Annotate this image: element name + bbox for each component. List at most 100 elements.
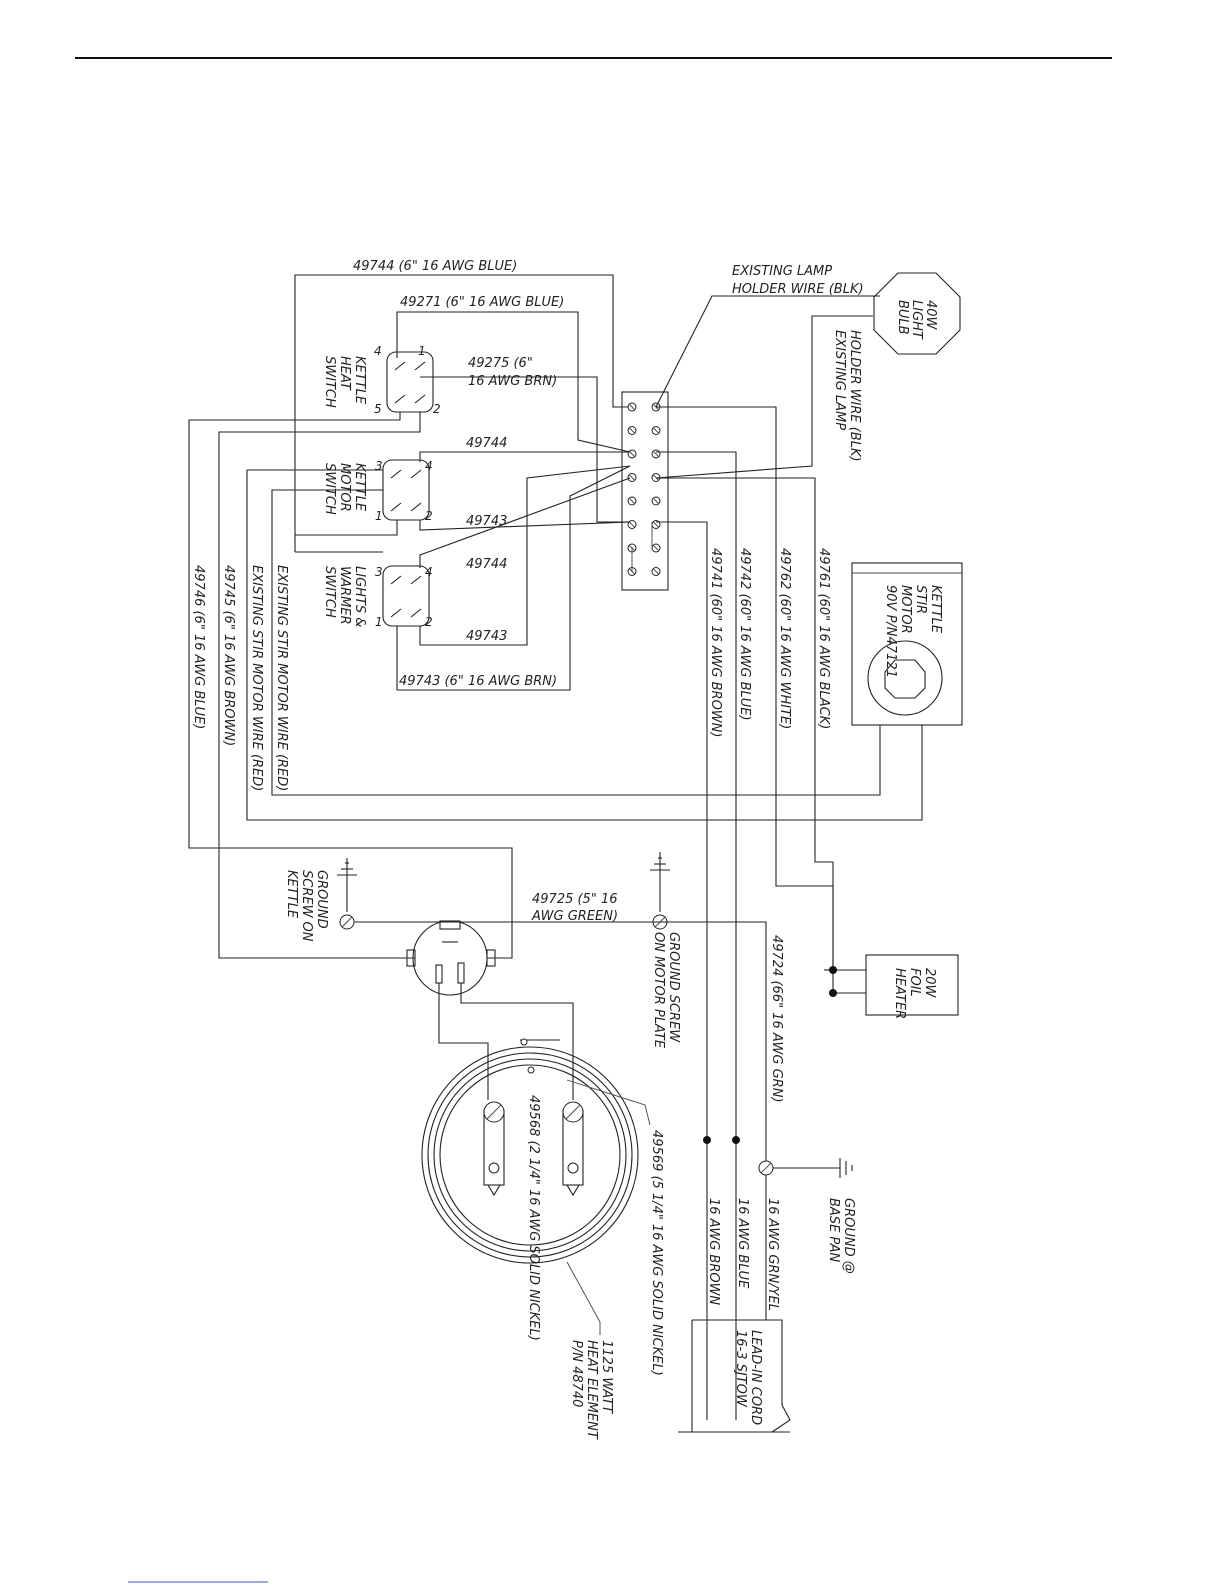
label-motor-switch-a: KETTLE <box>352 463 367 512</box>
label-leadin-a: LEAD-IN CORD <box>748 1330 763 1425</box>
receptacle <box>406 920 496 996</box>
label-leadin-b: 16-3 SJTOW <box>733 1330 748 1408</box>
terminal-screw-slot <box>652 544 660 552</box>
sixty-inch-wires <box>656 406 834 1420</box>
label-49742: 49742 (60" 16 AWG BLUE) <box>737 548 752 721</box>
label-motor-b: STIR <box>913 585 928 614</box>
label-ground-base-a: GROUND @ <box>841 1198 856 1274</box>
label-motor-d: 90V P/N47121 <box>883 585 898 678</box>
label-49271: 49271 (6" 16 AWG BLUE) <box>400 295 564 310</box>
label-ground-motor-a: GROUND SCREW <box>666 932 681 1043</box>
top-wires <box>294 274 631 552</box>
label-ground-base-b: BASE PAN <box>826 1198 841 1262</box>
kettle-heat-switch <box>386 351 434 413</box>
pin-lights-1: 1 <box>375 615 383 629</box>
label-49743-1: 49743 <box>466 514 507 529</box>
terminal-screw-slot <box>628 474 636 481</box>
label-49744-top: 49744 (6" 16 AWG BLUE) <box>353 259 517 274</box>
label-49275-a: 49275 (6" <box>468 356 533 371</box>
label-49725-b: AWG GREEN) <box>531 909 618 924</box>
label-heat-switch-c: SWITCH <box>322 356 337 408</box>
label-49746: 49746 (6" 16 AWG BLUE) <box>191 565 206 729</box>
label-lamp-holder-1a: EXISTING LAMP <box>732 264 832 279</box>
label-heat-switch-a: KETTLE <box>352 356 367 405</box>
terminal-screw-slot <box>628 403 636 411</box>
label-49275-b: 16 AWG BRN) <box>468 374 557 389</box>
pin-lights-2: 2 <box>425 615 433 629</box>
ground-kettle-symbol <box>337 858 357 930</box>
kettle-stir-motor <box>851 562 963 726</box>
label-lights-switch-a: LIGHTS & <box>352 566 367 627</box>
label-lamp-holder-2b: HOLDER WIRE (BLK) <box>847 330 862 462</box>
label-lamp-holder-1b: HOLDER WIRE (BLK) <box>732 282 864 297</box>
label-cord-brown: 16 AWG BROWN <box>706 1198 721 1305</box>
kettle-motor-switch <box>382 459 430 521</box>
label-heat-el-b: HEAT ELEMENT <box>584 1340 599 1440</box>
pin-heat-2: 2 <box>433 402 441 416</box>
label-49569: 49569 (5 1/4" 16 AWG SOLID NICKEL) <box>649 1130 664 1376</box>
label-ground-kettle-a: GROUND <box>314 870 329 929</box>
label-49744-1: 49744 <box>466 436 507 451</box>
pin-motor-4: 4 <box>425 459 433 473</box>
label-ground-kettle-b: SCREW ON <box>299 870 314 942</box>
label-49761: 49761 (60" 16 AWG BLACK) <box>816 548 831 729</box>
label-heat-el-a: 1125 WATT <box>599 1340 614 1414</box>
foil-heater <box>829 954 959 1016</box>
terminal-screw-slot <box>652 497 660 505</box>
label-foil-a: 20W <box>922 968 937 999</box>
pin-lights-4: 4 <box>425 565 433 579</box>
label-49743-bottom: 49743 (6" 16 AWG BRN) <box>399 674 557 689</box>
pin-lights-3: 3 <box>375 565 383 579</box>
pin-motor-2: 2 <box>425 509 433 523</box>
ground-wires <box>354 921 767 1168</box>
terminal-screw-slot <box>652 450 660 458</box>
label-motor-c: MOTOR <box>898 585 913 634</box>
label-foil-c: HEATER <box>892 968 907 1019</box>
label-lights-switch-c: SWITCH <box>322 566 337 618</box>
label-lamp-holder-2a: EXISTING LAMP <box>832 330 847 430</box>
pin-heat-5: 5 <box>374 402 382 416</box>
label-bulb-c: BULB <box>895 300 910 335</box>
label-motor-a: KETTLE <box>928 585 943 634</box>
label-motor-switch-b: MOTOR <box>337 463 352 512</box>
terminal-screw-slot <box>628 497 636 505</box>
label-ground-motor-b: ON MOTOR PLATE <box>651 932 666 1049</box>
lamp-holder-wires <box>655 295 880 479</box>
terminal-screw-slot <box>652 427 660 434</box>
switch-wires <box>188 412 923 959</box>
label-49762: 49762 (60" 16 AWG WHITE) <box>777 548 792 729</box>
lead-in-cord <box>678 1136 853 1433</box>
heat-element <box>421 1038 651 1335</box>
label-motor-switch-c: SWITCH <box>322 463 337 515</box>
label-49741: 49741 (60" 16 AWG BROWN) <box>708 548 723 737</box>
pin-motor-3: 3 <box>375 459 383 473</box>
terminal-screw-slot <box>652 521 660 528</box>
lights-warmer-switch <box>382 565 430 627</box>
label-foil-b: FOIL <box>907 968 922 997</box>
light-bulb <box>873 272 961 355</box>
label-cord-blue: 16 AWG BLUE <box>735 1198 750 1289</box>
label-49724: 49724 (66" 16 AWG GRN) <box>769 935 784 1103</box>
pin-heat-4: 4 <box>374 344 382 358</box>
label-49743-2: 49743 <box>466 629 507 644</box>
label-lights-switch-b: WARMER <box>337 566 352 625</box>
label-49568: 49568 (2 1/4" 16 AWG SOLID NICKEL) <box>526 1095 541 1341</box>
terminal-screw-slot <box>628 427 636 434</box>
label-49744-2: 49744 <box>466 557 507 572</box>
label-heat-switch-b: HEAT <box>337 356 352 391</box>
terminal-screw-slot <box>652 568 660 575</box>
label-cord-grn: 16 AWG GRN/YEL <box>765 1198 780 1311</box>
ground-motor-symbol <box>650 852 670 930</box>
label-ground-kettle-c: KETTLE <box>284 870 299 919</box>
label-existing-stir-red-1: EXISTING STIR MOTOR WIRE (RED) <box>249 565 264 791</box>
terminal-block <box>621 391 669 591</box>
receptacle-to-element-wires <box>438 983 574 1100</box>
label-49725-a: 49725 (5" 16 <box>532 892 617 907</box>
label-heat-el-c: P/N 48740 <box>569 1340 584 1407</box>
pin-heat-1: 1 <box>418 344 426 358</box>
label-bulb-a: 40W <box>923 300 938 331</box>
pin-motor-1: 1 <box>375 509 383 523</box>
label-49745: 49745 (6" 16 AWG BROWN) <box>221 565 236 746</box>
